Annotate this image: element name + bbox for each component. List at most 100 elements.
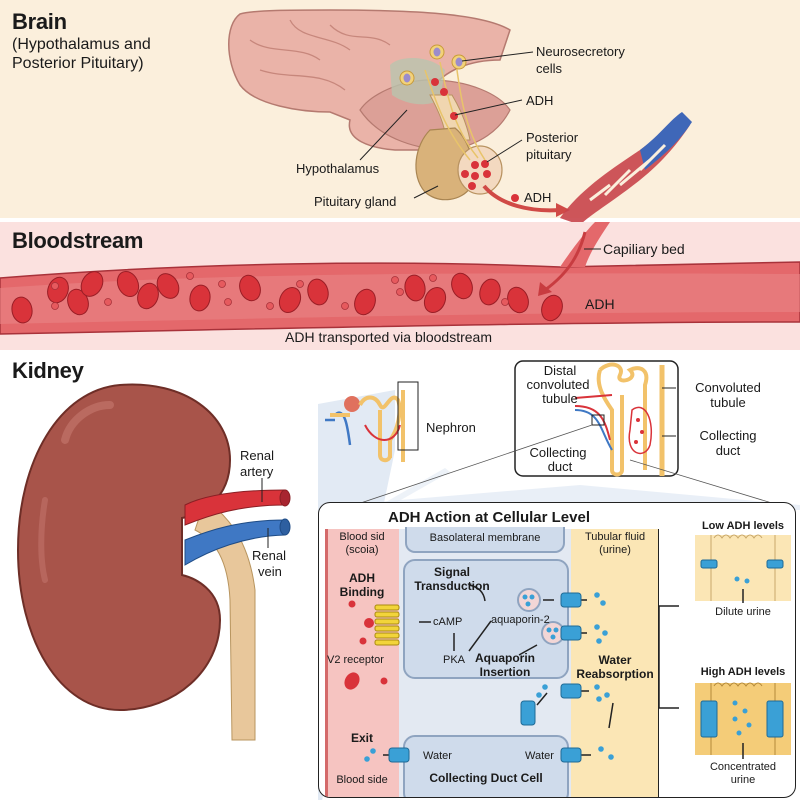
label-renal-artery-1: Renal [240,448,274,463]
label-adh-release: ADH [524,190,552,205]
label-aquaporin-2: aquaporin-2 [491,614,550,626]
label-signal-1: Signal [433,565,470,579]
collecting-duct-cell-lower [403,735,569,797]
label-hypothalamus: Hypothalamus [296,161,380,176]
label-blood-side-1: Blood sid [339,531,385,543]
label-collecting-left-1: Collecting [529,445,587,460]
aquaporin-vesicle [517,588,541,612]
label-concentrated-2: urine [730,774,756,786]
adh-molecule [348,600,356,608]
water-molecule [608,754,614,760]
label-collecting-duct-cell: Collecting Duct Cell [429,771,543,785]
brain-section: Brain (Hypothalamus and Posterior Pituit… [0,0,800,225]
label-low-adh: Low ADH levels [701,520,785,532]
red-blood-cell [156,273,180,299]
red-blood-cell [307,278,329,306]
neurosecretory-cell [429,44,445,60]
collecting-duct-cell-upper [403,559,569,679]
label-exit: Exit [350,731,373,745]
label-blood-side-2: (scoia) [345,544,379,556]
label-tubular-1: Tubular fluid [584,531,646,543]
adh-granule [483,170,491,178]
adh-granule [450,112,458,120]
label-adh-binding-1: ADH [349,571,375,585]
water-molecules [364,592,614,762]
label-basolateral: Basolateral membrane [429,532,541,544]
red-blood-cells [11,270,563,324]
blood-vessel-illustration [0,222,800,335]
label-renal-artery-2: artery [240,464,274,479]
bloodstream-section: Bloodstream Capiliary bed ADH ADH transp… [0,222,800,350]
adh-particle [224,298,232,306]
release-arrow [482,184,561,213]
water-molecule [596,638,602,644]
red-blood-cell [423,286,447,314]
adh-molecule [359,637,367,645]
label-distal-3: tubule [542,391,578,406]
aquaporin-channel [520,700,536,726]
label-posterior-1: Posterior [526,130,579,145]
adh-legend-dot [511,194,519,202]
adh-particle [51,302,59,310]
label-signal-2: Transduction [414,579,490,593]
red-blood-cell [278,286,302,314]
kidney-section: Kidney [0,350,800,800]
cellular-illustration [344,534,791,763]
adh-particle [186,272,194,280]
adh-particle [501,298,509,306]
aquaporin-channel [388,747,410,763]
adh-particle [391,276,399,284]
adh-particle [218,280,226,288]
red-blood-cell [541,294,563,322]
kidney-title: Kidney [12,358,84,383]
adh-granule [431,78,439,86]
neurosecretory-cell [451,54,467,70]
water-molecule [542,684,548,690]
water-molecule [536,692,542,698]
v2-receptor [364,604,400,646]
water-molecule [370,748,376,754]
label-pituitary-gland: Pituitary gland [314,194,397,209]
adh-granule [468,182,476,190]
kidney-shape [16,383,232,712]
aquaporin-channel [560,625,582,641]
water-molecule [604,692,610,698]
blood-side-zone [325,529,399,797]
nephron-detail [574,362,676,477]
label-water-reabsorption-2: Reabsorption [576,667,654,681]
adh-particle [429,274,437,282]
adh-granule [440,88,448,96]
red-blood-cell [354,288,376,316]
red-blood-cell [80,271,104,297]
label-pka: PKA [443,654,466,666]
label-neurosecretory-2: cells [536,61,563,76]
adh-particle [396,288,404,296]
label-convoluted-1: Convoluted [695,380,761,395]
red-blood-cell [189,284,211,312]
red-blood-cell [67,288,89,316]
bloodstream-caption: ADH transported via bloodstream [285,329,492,345]
red-blood-cell [137,282,159,310]
label-insertion-1: Aquaporin [475,651,535,665]
label-posterior-2: pituitary [526,147,572,162]
label-concentrated-1: Concentrated [709,761,777,773]
red-blood-cell [11,296,33,324]
tubular-fluid-zone [571,529,659,797]
cellular-title: ADH Action at Cellular Level [388,509,590,526]
label-distal-1: Distal [543,363,577,378]
label-blood-side-bottom: Blood side [336,774,388,786]
hypothalamus-region [390,58,445,105]
brain-subtitle-line1: (Hypothalamus and [12,36,151,53]
aquaporin-channel [560,683,582,699]
red-blood-cell [239,274,261,302]
label-v2-receptor: V2 receptor [327,654,384,666]
high-adh-panel [695,682,791,759]
adh-particle [296,280,304,288]
label-insertion-2: Insertion [479,665,531,679]
label-water-reabsorption-1: Water [598,653,632,667]
label-collecting-right-2: duct [715,443,741,458]
label-convoluted-2: tubule [710,395,746,410]
label-collecting-left-2: duct [547,459,573,474]
label-high-adh: High ADH levels [700,666,786,678]
adh-molecule [380,677,388,685]
